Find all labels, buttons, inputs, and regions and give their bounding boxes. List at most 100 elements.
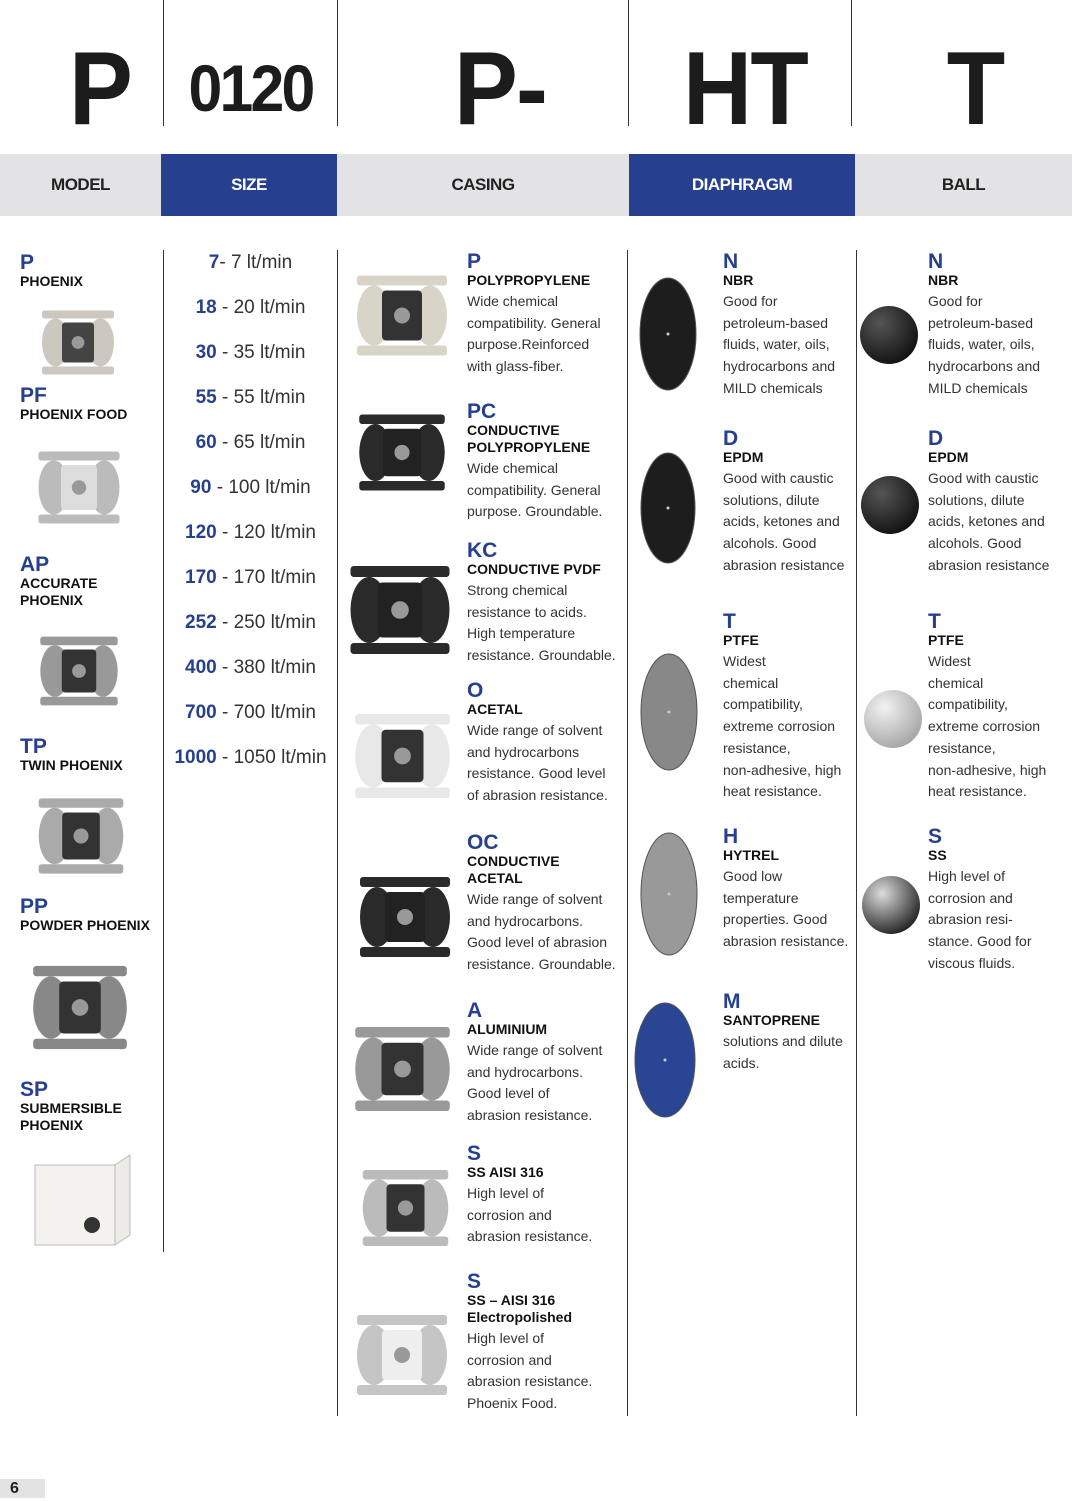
size-flow: - 35 lt/min [216,342,306,363]
size-code: 7 [208,252,220,273]
ball-image [861,476,919,534]
option-code: O [467,679,484,702]
option-code: PC [467,400,497,423]
option-description: Strong chemical resistance to acids. Hig… [467,582,616,664]
option-code: H [723,825,739,848]
size-flow: - 380 lt/min [216,657,316,678]
option-item: D EPDM Good with caustic solutions, dilu… [723,428,855,577]
option-name: POLYPROPYLENE [467,272,591,288]
size-flow: - 20 lt/min [216,297,306,318]
pump-image [362,1170,449,1246]
pump-image [359,414,445,491]
option-description: Wide range of solvent and hydrocarbons. … [467,891,616,973]
option-name: ACETAL [467,701,523,717]
page-number: 6 [0,1479,45,1498]
option-item: S SS High level of corrosion and abrasio… [928,826,1068,975]
option-code: P [20,251,35,274]
option-item: H HYTREL Good low temperature properties… [723,825,855,953]
column-divider [163,250,164,1252]
pump-image [357,1315,447,1395]
option-code: D [928,427,944,450]
ball-image [860,306,918,364]
option-name: SS [928,847,947,863]
option-item: T PTFE Widest chemical compatibility, ex… [928,611,1068,803]
divider [337,0,338,126]
option-name: PTFE [723,632,759,648]
diaphragm-image [640,832,698,956]
option-description: Widest chemical compatibility, extreme c… [928,653,1047,800]
column-divider [627,250,628,1416]
size-code: 60 [195,432,217,453]
option-code: N [928,250,944,273]
size-option: 170 - 170 lt/min [164,567,337,589]
option-code: TP [20,735,47,758]
option-name: POWDER PHOENIX [20,917,150,933]
header-size: SIZE [161,154,337,216]
option-code: AP [20,553,50,576]
size-code: 30 [195,342,217,363]
size-code: 1000 [174,747,217,768]
option-name: SUBMERSIBLE PHOENIX [20,1100,122,1133]
option-description: Wide chemical compatibility. General pur… [467,460,603,520]
option-item: N NBR Good for petroleum-based fluids, w… [723,250,855,400]
header-diaphragm: DIAPHRAGM [629,154,855,216]
size-option: 30 - 35 lt/min [164,342,337,364]
option-description: High level of corrosion and abrasion res… [467,1185,593,1245]
size-flow: - 120 lt/min [216,522,316,543]
code-model: P [69,31,133,147]
size-code: 700 [185,702,217,723]
pump-image [350,566,450,654]
option-code: PP [20,895,49,918]
option-code: M [723,990,741,1013]
pump-image [38,451,120,524]
size-option: 60 - 65 lt/min [164,432,337,454]
size-option: 55 - 55 lt/min [164,387,337,409]
option-description: High level of corrosion and abrasion res… [467,1330,593,1412]
size-option: 400 - 380 lt/min [164,657,337,679]
option-name: ACCURATE PHOENIX [20,575,98,608]
size-option: 7- 7 lt/min [164,252,337,274]
option-item: S SS – AISI 316 Electropolished High lev… [467,1271,627,1415]
option-description: Good low temperature properties. Good ab… [723,868,849,950]
size-option: 18 - 20 lt/min [164,297,337,319]
option-item: TP TWIN PHOENIX [20,735,160,774]
submersible-tank-image [34,1154,131,1246]
header-model: MODEL [51,175,110,194]
size-code: 18 [195,297,217,318]
option-item: T PTFE Widest chemical compatibility, ex… [723,611,855,803]
diaphragm-image [639,277,697,391]
option-item: PP POWDER PHOENIX [20,895,160,934]
option-description: Good for petroleum-based fluids, water, … [723,293,836,396]
divider [628,0,629,126]
pump-image [40,636,118,706]
option-code: PF [20,384,47,407]
option-name: NBR [723,272,754,288]
size-flow: - 55 lt/min [216,387,306,408]
option-description: Wide range of solvent and hydrocarbons. … [467,1042,603,1124]
divider [851,0,852,126]
option-code: A [467,999,483,1022]
option-name: CONDUCTIVE POLYPROPYLENE [467,422,591,455]
option-description: Good with caustic solutions, dilute acid… [928,470,1050,573]
option-item: N NBR Good for petroleum-based fluids, w… [928,250,1068,400]
size-flow: - 250 lt/min [216,612,316,633]
ball-image [864,690,922,748]
option-name: PHOENIX FOOD [20,406,128,422]
code-size: 0120 [188,51,315,125]
header-ball: BALL [941,175,986,194]
option-name: CONDUCTIVE ACETAL [467,853,560,886]
size-code: 90 [190,477,212,498]
option-name: HYTREL [723,847,779,863]
size-code: 400 [185,657,217,678]
option-code: S [467,1142,482,1165]
option-description: Wide chemical compatibility. General pur… [467,293,601,375]
option-code: N [723,250,739,273]
header-casing: CASING [451,175,515,194]
option-name: PTFE [928,632,964,648]
option-description: High level of corrosion and abrasion res… [928,868,1032,971]
option-name: EPDM [928,449,969,465]
option-name: NBR [928,272,959,288]
option-item: PF PHOENIX FOOD [20,384,160,423]
size-flow: - 100 lt/min [211,477,311,498]
size-flow: - 1050 lt/min [216,747,327,768]
